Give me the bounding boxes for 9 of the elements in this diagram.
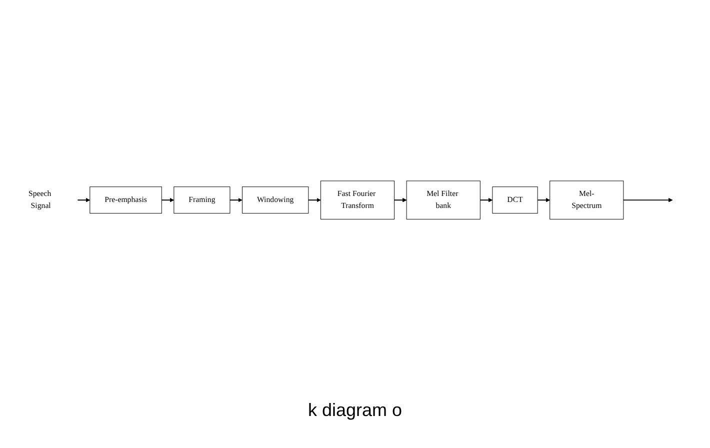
arrow	[229, 198, 242, 202]
arrow	[161, 198, 174, 202]
arrow	[394, 198, 407, 202]
arrow	[537, 198, 550, 202]
caption-fragment: k diagram o	[306, 400, 404, 421]
arrow	[622, 198, 673, 202]
arrow	[77, 198, 90, 202]
arrow	[308, 198, 321, 202]
arrow	[480, 198, 493, 202]
